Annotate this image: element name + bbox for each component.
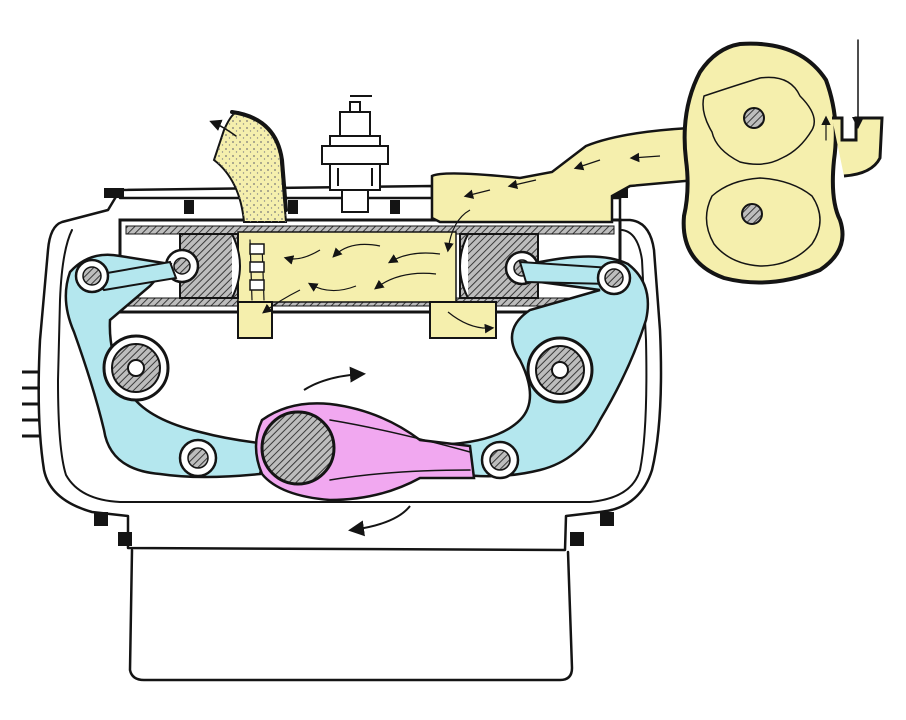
roots-blower	[681, 39, 884, 285]
crankshaft-journal	[260, 410, 336, 486]
left-linkage	[64, 253, 270, 479]
right-linkage	[450, 255, 650, 480]
right-piston	[459, 233, 540, 299]
upper-rotor-shaft	[743, 107, 765, 129]
crank-rod	[254, 402, 476, 502]
rotation-arrows	[303, 366, 411, 537]
cooling-fins	[22, 370, 40, 438]
intake-duct	[430, 126, 698, 253]
gas-flow-arrows	[262, 243, 495, 334]
oil-sump	[128, 548, 574, 682]
left-piston	[164, 233, 265, 299]
lower-rotor-shaft	[741, 203, 763, 225]
exhaust-duct	[209, 110, 288, 301]
spark-plug	[321, 95, 389, 213]
